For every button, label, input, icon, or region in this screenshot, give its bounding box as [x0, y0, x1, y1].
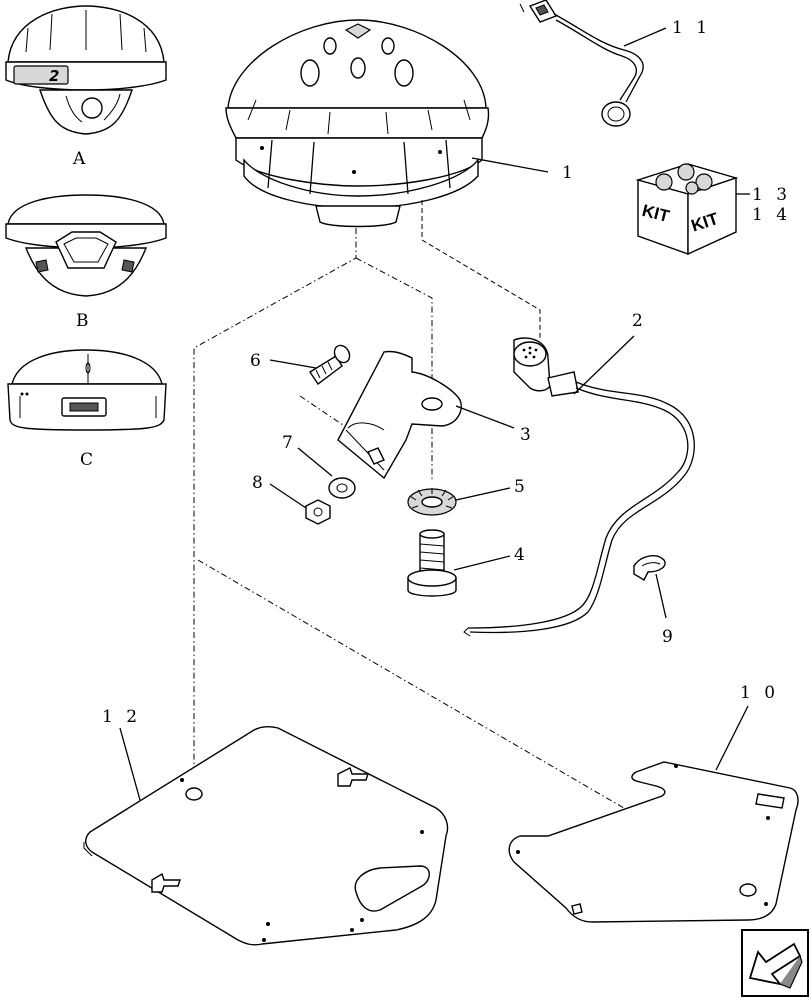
part-3-bracket — [337, 350, 462, 480]
callout-6: 6 — [250, 351, 265, 371]
receiver-view-a: 2 — [5, 5, 167, 135]
part-10-mounting-plate — [508, 761, 799, 923]
part-8-nut — [305, 499, 331, 525]
leader-7 — [297, 447, 333, 477]
leader-9 — [655, 573, 667, 619]
receiver-view-c — [7, 349, 167, 431]
part-6-screw — [309, 344, 351, 386]
part-1-gps-receiver — [225, 19, 490, 228]
view-label-a: A — [72, 149, 89, 169]
back-arrow-icon[interactable] — [741, 929, 809, 997]
callout-9: 9 — [662, 627, 677, 647]
leader-4 — [453, 555, 511, 571]
leader-11 — [623, 27, 667, 47]
leader-8 — [269, 483, 307, 509]
leader-6 — [269, 359, 317, 369]
leader-3 — [455, 405, 515, 429]
view-label-b: B — [76, 311, 93, 331]
part-4-bolt — [407, 529, 457, 597]
part-11-adaptor-cable — [519, 0, 644, 127]
callout-4: 4 — [514, 545, 529, 565]
part-5-lock-washer — [407, 488, 457, 516]
receiver-view-b — [5, 194, 167, 297]
callout-10: 1 0 — [740, 683, 779, 703]
callout-11: 1 1 — [672, 18, 711, 38]
callout-7: 7 — [282, 433, 297, 453]
leader-12 — [119, 727, 141, 801]
callout-1: 1 — [562, 163, 577, 183]
leader-1 — [471, 157, 549, 173]
callout-5: 5 — [514, 477, 529, 497]
callout-3: 3 — [520, 425, 535, 445]
part-2-antenna-cable — [463, 337, 695, 637]
part-12-mounting-plate — [83, 725, 449, 946]
part-9-cable-tie — [633, 555, 666, 581]
part-13-14-kit-box: KIT KIT — [635, 163, 739, 256]
leader-10 — [715, 705, 749, 771]
callout-13: 1 3 — [752, 185, 791, 205]
view-label-c: C — [80, 450, 97, 470]
view-a-logo: 2 — [49, 67, 59, 85]
leader-2 — [573, 335, 635, 395]
callout-12: 1 2 — [102, 707, 141, 727]
leader-5 — [455, 487, 511, 501]
part-7-washer — [328, 477, 356, 499]
callout-2: 2 — [632, 311, 647, 331]
callout-8: 8 — [252, 473, 267, 493]
callout-14: 1 4 — [752, 205, 791, 225]
